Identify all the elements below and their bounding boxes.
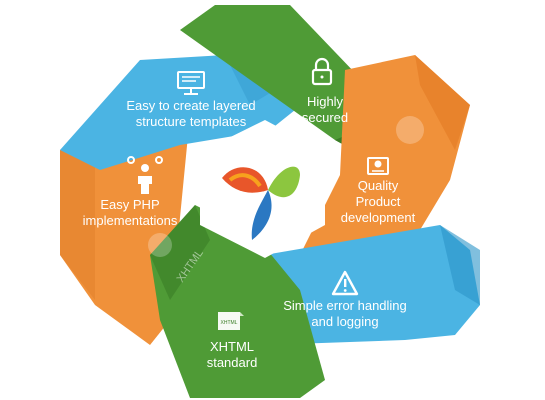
label-errors: Simple error handling and logging xyxy=(283,298,407,329)
segment-quality-line-2: Product xyxy=(356,194,401,209)
band-quality-shade xyxy=(415,55,470,150)
label-php: Easy PHP implementations xyxy=(83,197,178,228)
lock-icon xyxy=(311,57,333,86)
monitor-icon xyxy=(177,71,205,95)
xhtml-file-icon: XHTML xyxy=(218,312,244,330)
label-xhtml: XHTML standard xyxy=(207,339,258,370)
segment-errors-line-2: and logging xyxy=(311,314,378,329)
label-security: Highly secured xyxy=(302,94,348,125)
band-php-shade xyxy=(60,140,95,300)
band-errors-shade xyxy=(440,225,480,305)
label-quality: Quality Product development xyxy=(341,178,416,225)
segment-php-line-1: Easy PHP xyxy=(100,197,159,212)
person-ideas-icon xyxy=(127,156,163,194)
band-xhtml-shade xyxy=(150,205,210,300)
segment-xhtml-line-2: standard xyxy=(207,355,258,370)
segment-quality-line-1: Quality xyxy=(358,178,399,193)
segment-security-line-2: secured xyxy=(302,110,348,125)
segment-security-line-1: Highly xyxy=(307,94,344,109)
segment-quality-line-3: development xyxy=(341,210,416,225)
segment-xhtml-line-1: XHTML xyxy=(210,339,254,354)
band-quality xyxy=(300,55,470,255)
yii-logo-icon xyxy=(222,166,300,240)
warning-icon xyxy=(331,270,359,296)
segment-php-line-2: implementations xyxy=(83,213,178,228)
segment-templates-line-1: Easy to create layered xyxy=(126,98,255,113)
certificate-icon xyxy=(367,157,389,175)
label-templates: Easy to create layered structure templat… xyxy=(126,98,255,129)
segment-templates-line-2: structure templates xyxy=(136,114,247,129)
segment-errors-line-1: Simple error handling xyxy=(283,298,407,313)
watermark-gear-icon xyxy=(148,116,424,257)
xhtml-file-icon-label: XHTML xyxy=(221,320,238,326)
